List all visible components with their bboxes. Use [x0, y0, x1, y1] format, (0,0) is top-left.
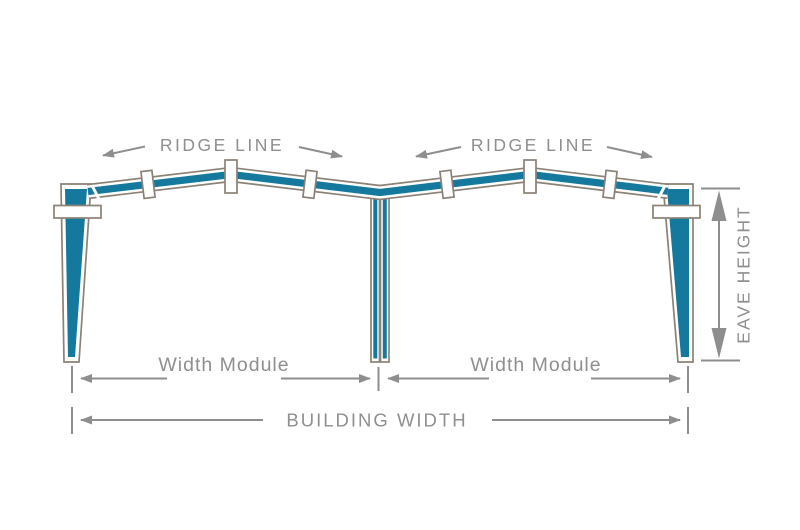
ridge-plate-module-1: [224, 159, 238, 194]
left-column-web: [65, 189, 87, 357]
rafter-web: [87, 170, 669, 197]
right-knee-plate: [652, 204, 701, 219]
ridge-arrow-left-down-icon: [415, 146, 462, 159]
width-module-dimension-left: Width Module: [71, 354, 371, 393]
rafter-splice-plate-2: [301, 169, 319, 200]
ridge-line-annotation-right: RIDGE LINE: [415, 135, 653, 160]
rafter-splice-plate-4: [601, 169, 619, 200]
right-haunch-joint: [654, 184, 667, 205]
rafter-splice-plate-3: [438, 169, 456, 200]
steel-frame: [53, 159, 701, 363]
ridge-arrow-right-down-icon: [298, 146, 343, 159]
left-haunch-joint: [90, 184, 103, 205]
left-knee-plate: [53, 204, 102, 219]
arrow-down-icon: [711, 328, 727, 359]
center-column: [370, 189, 390, 363]
ridge-plate-module-2: [523, 159, 537, 194]
eave-height-dimension: EAVE HEIGHT: [701, 187, 754, 362]
eave-height-label: EAVE HEIGHT: [734, 205, 754, 343]
arrow-up-icon: [711, 190, 727, 221]
rafter-splice-plate-1: [139, 169, 157, 200]
width-module-label-left: Width Module: [158, 354, 289, 376]
roof-rafters: [87, 166, 669, 201]
ridge-arrow-left-down-icon: [102, 145, 146, 158]
ridge-arrow-right-down-icon: [606, 146, 653, 160]
building-width-dimension: BUILDING WIDTH: [71, 407, 689, 434]
ridge-line-annotation-left: RIDGE LINE: [102, 135, 343, 159]
width-module-label-right: Width Module: [470, 354, 601, 376]
building-width-label: BUILDING WIDTH: [286, 410, 467, 431]
ridge-line-label-left: RIDGE LINE: [160, 135, 284, 155]
center-column-right-web: [382, 193, 387, 359]
right-column-web: [667, 189, 689, 357]
center-column-left-web: [373, 193, 378, 359]
ridge-line-label-right: RIDGE LINE: [471, 135, 595, 155]
width-module-dimension-right: Width Module: [387, 354, 689, 393]
